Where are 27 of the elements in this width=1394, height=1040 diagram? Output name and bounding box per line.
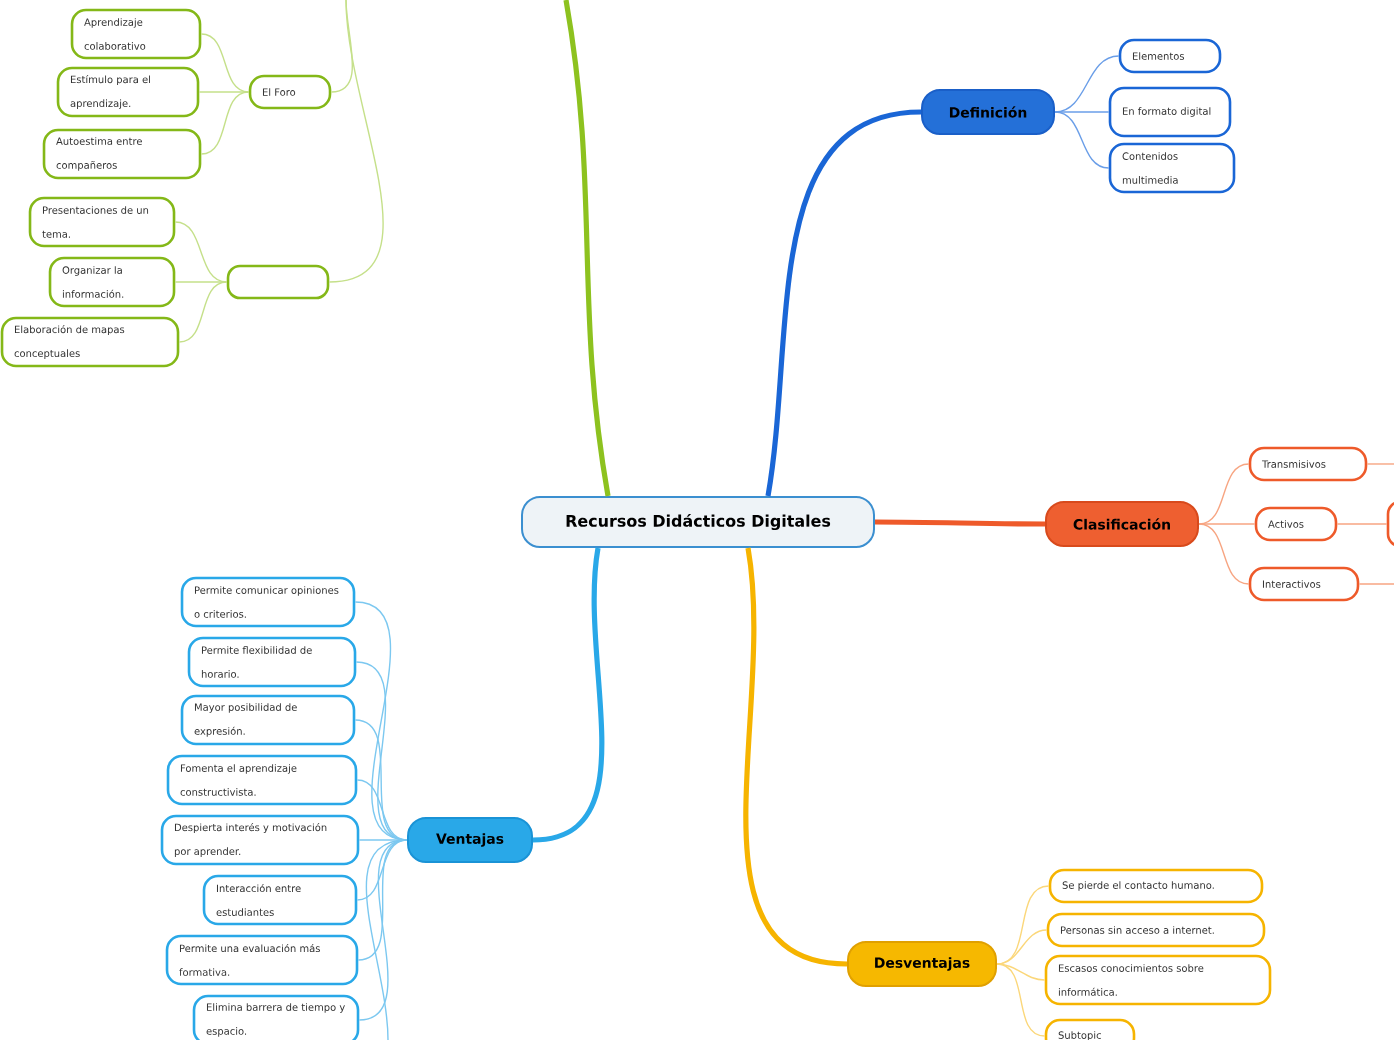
connector-line [532, 547, 605, 843]
connector-line [1054, 111, 1110, 113]
connector-line [875, 519, 1045, 527]
empty-box [1386, 500, 1394, 548]
connector-line [178, 281, 228, 343]
connector-line [198, 91, 250, 93]
empty-box [226, 264, 330, 300]
connector-line [200, 33, 250, 93]
connector-line [996, 929, 1048, 965]
connector-line [1054, 111, 1110, 169]
connector-line [358, 839, 408, 841]
connector-line [996, 963, 1046, 1037]
connector-line [563, 0, 611, 497]
connector-line [743, 547, 848, 967]
connector-line [1358, 583, 1394, 585]
connector-line [365, 839, 408, 1040]
connector-line [1336, 523, 1388, 525]
connector-line [1198, 523, 1250, 585]
connector-line [1198, 463, 1250, 525]
connector-line [356, 779, 408, 841]
connector-line [356, 839, 408, 901]
connector-line [1198, 523, 1256, 525]
connector-line [765, 109, 922, 497]
connector-line [174, 281, 228, 283]
connector-line [1366, 463, 1394, 465]
connector-line [328, 0, 384, 283]
connector-line [200, 91, 250, 155]
